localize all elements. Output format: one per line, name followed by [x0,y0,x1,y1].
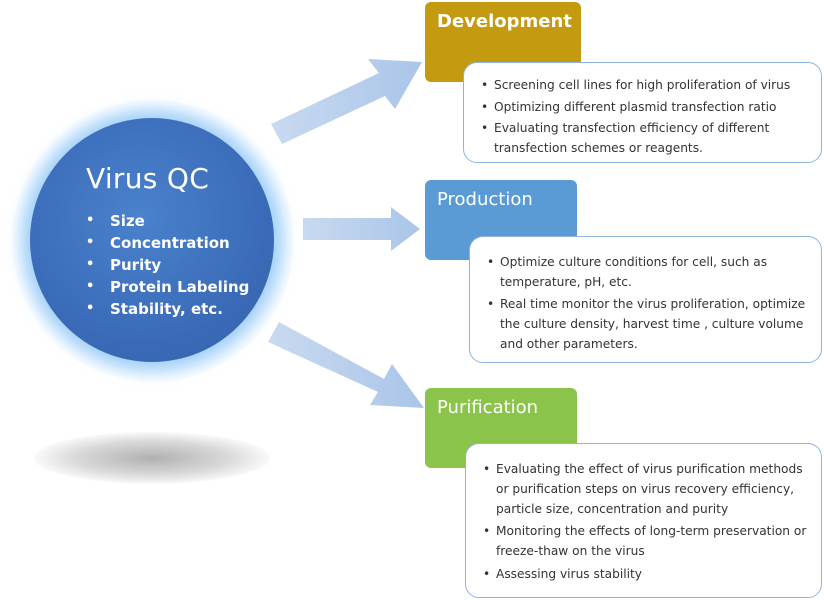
qc-item: •Concentration [86,234,230,252]
production-item: •Optimize culture conditions for cell, s… [484,252,813,292]
arrow-to-production [303,207,420,251]
development-item: •Optimizing different plasmid transfecti… [478,96,813,118]
production-item: •Real time monitor the virus proliferati… [484,294,813,354]
arrow-to-purification [268,322,424,408]
purification-card: •Evaluating the effect of virus purifica… [465,443,822,598]
bullet-icon: • [483,462,491,476]
purification-item: •Assessing virus stability [480,563,815,585]
bullet-icon: • [86,279,95,294]
circle-shadow [34,432,270,484]
bullet-icon: • [483,567,491,581]
bullet-icon: • [481,78,489,92]
purification-item: •Monitoring the effects of long-term pre… [480,521,815,561]
qc-item-list: •Size •Concentration •Purity •Protein La… [86,210,249,320]
qc-item: •Size [86,212,145,230]
production-card: •Optimize culture conditions for cell, s… [469,236,822,363]
bullet-icon: • [483,524,491,538]
bullet-icon: • [487,255,495,269]
bullet-icon: • [86,301,95,316]
development-card: •Screening cell lines for high prolifera… [463,62,822,163]
bullet-icon: • [481,100,489,114]
circle-title: Virus QC [86,162,210,195]
virus-qc-circle: Virus QC •Size •Concentration •Purity •P… [30,118,274,362]
bullet-icon: • [86,235,95,250]
development-item: •Evaluating transfection efficiency of d… [478,118,813,158]
bullet-icon: • [487,297,495,311]
arrow-to-development [271,59,422,144]
qc-item: •Protein Labeling [86,278,250,296]
bullet-icon: • [481,121,489,135]
development-item: •Screening cell lines for high prolifera… [478,74,813,96]
purification-item: •Evaluating the effect of virus purifica… [480,459,815,519]
bullet-icon: • [86,213,95,228]
qc-item: •Purity [86,256,162,274]
bullet-icon: • [86,257,95,272]
qc-item: •Stability, etc. [86,300,223,318]
